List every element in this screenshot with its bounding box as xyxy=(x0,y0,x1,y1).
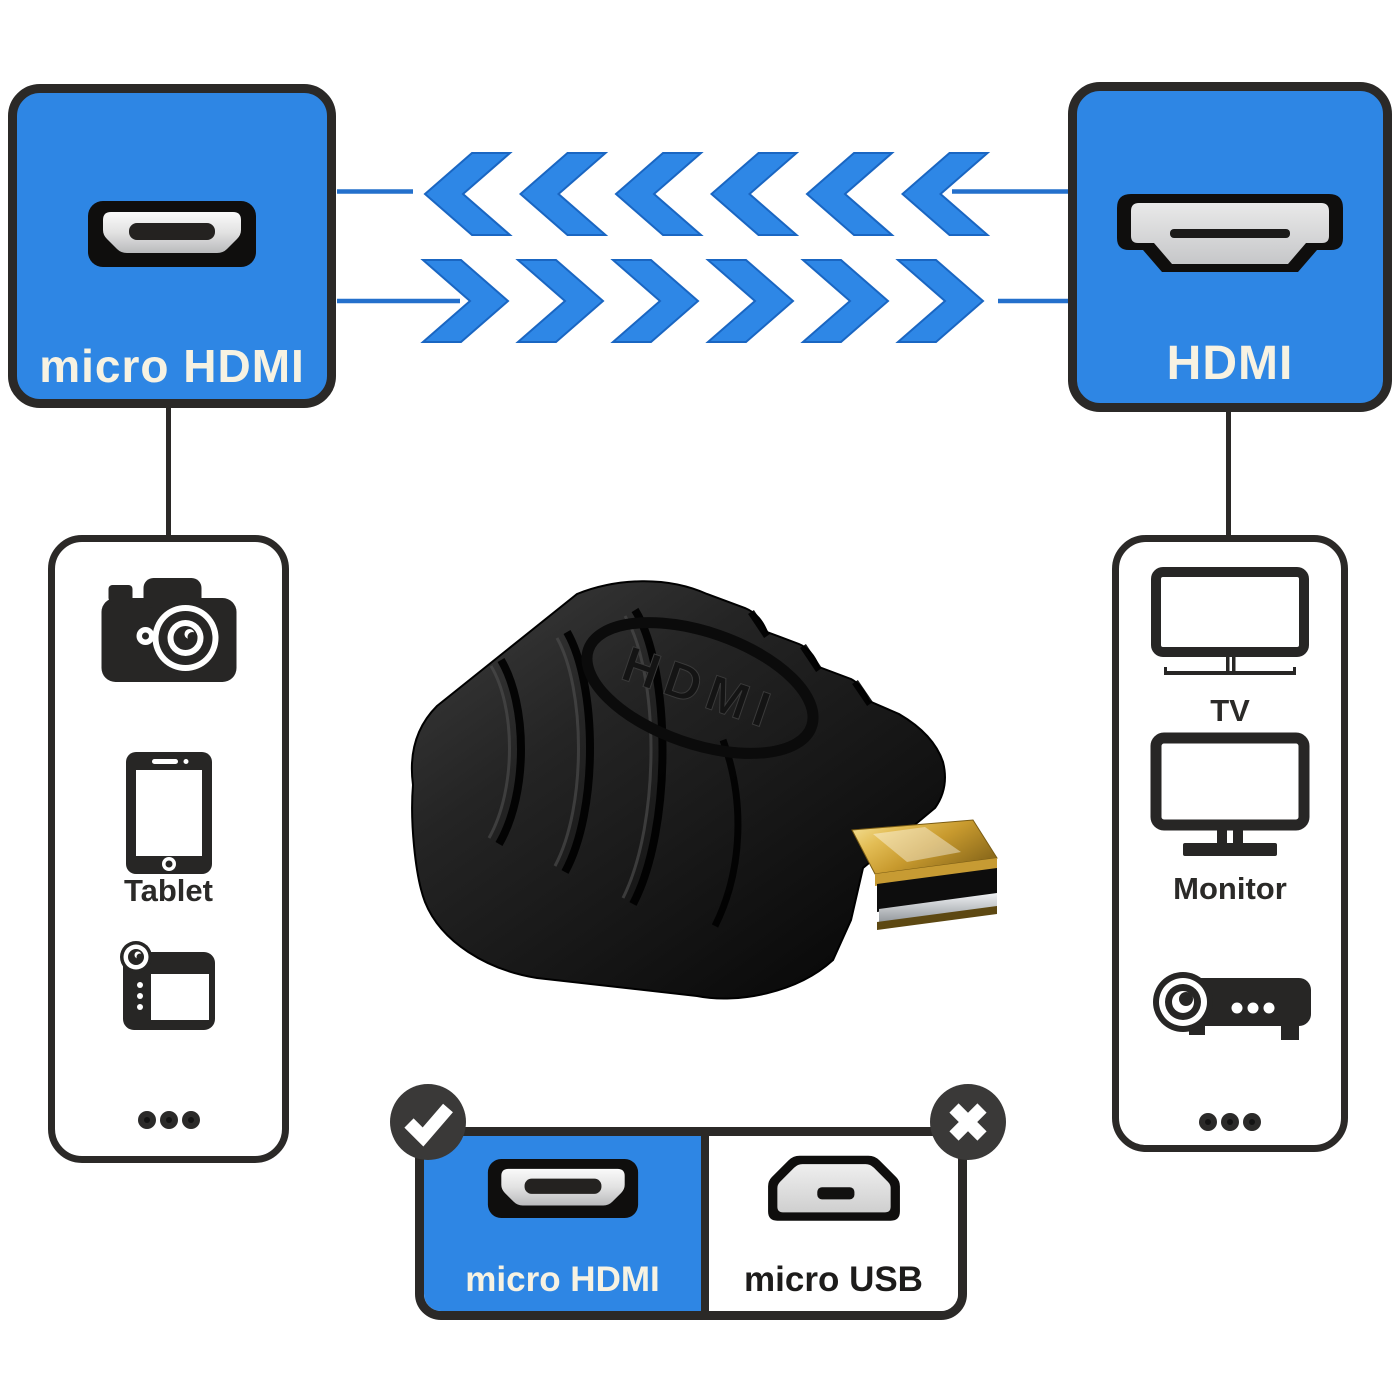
tablet-icon xyxy=(125,752,212,874)
tv-icon xyxy=(1151,567,1309,675)
tablet-label: Tablet xyxy=(124,873,213,908)
chevron-right-icon xyxy=(610,259,700,343)
camera-icon xyxy=(101,578,236,682)
comparison-divider xyxy=(701,1136,709,1311)
micro-hdmi-option-label: micro HDMI xyxy=(465,1260,660,1299)
chevron-left-icon xyxy=(709,152,800,236)
micro-usb-option-label: micro USB xyxy=(744,1260,923,1299)
chevron-left-icon xyxy=(518,152,609,236)
chevron-right-icon xyxy=(895,259,985,343)
connector-comparison-box: micro HDMI micro USB xyxy=(415,1127,967,1320)
ellipsis-icon xyxy=(1199,1113,1261,1131)
left-arrow-row xyxy=(423,152,991,236)
micro-usb-option: micro USB xyxy=(709,1136,958,1311)
tv-label: TV xyxy=(1210,693,1250,728)
projector-icon xyxy=(1153,972,1311,1040)
source-devices-box: Tablet xyxy=(48,535,289,1163)
micro-hdmi-port-icon xyxy=(487,1158,638,1219)
chevron-left-icon xyxy=(614,152,704,236)
micro-hdmi-label: micro HDMI xyxy=(39,340,305,392)
micro-hdmi-option: micro HDMI xyxy=(424,1136,701,1311)
display-devices-box: TV Monitor xyxy=(1112,535,1348,1152)
adapter-photo: HDMI xyxy=(410,580,998,1000)
chevron-right-icon xyxy=(705,259,795,343)
adapter-body xyxy=(410,580,946,1000)
chevron-right-icon xyxy=(800,259,890,343)
chevron-left-icon xyxy=(900,152,991,236)
hdmi-label: HDMI xyxy=(1166,337,1294,390)
ellipsis-icon xyxy=(137,1111,200,1129)
right-arrow-row xyxy=(420,259,985,343)
micro-usb-port-icon xyxy=(767,1155,900,1221)
hdmi-port-icon xyxy=(1117,194,1343,272)
micro-hdmi-port-icon xyxy=(88,201,256,267)
monitor-icon xyxy=(1150,732,1310,856)
x-icon xyxy=(930,1084,1006,1160)
chevron-left-icon xyxy=(423,152,513,236)
check-icon xyxy=(390,1084,466,1160)
chevron-right-icon xyxy=(420,259,510,343)
hdmi-box: HDMI xyxy=(1068,82,1392,412)
micro-hdmi-box: micro HDMI xyxy=(8,84,336,408)
camcorder-icon xyxy=(119,941,215,1030)
chevron-left-icon xyxy=(805,152,895,236)
monitor-label: Monitor xyxy=(1173,871,1287,906)
chevron-right-icon xyxy=(515,259,605,343)
micro-hdmi-gold-plug xyxy=(851,819,998,930)
